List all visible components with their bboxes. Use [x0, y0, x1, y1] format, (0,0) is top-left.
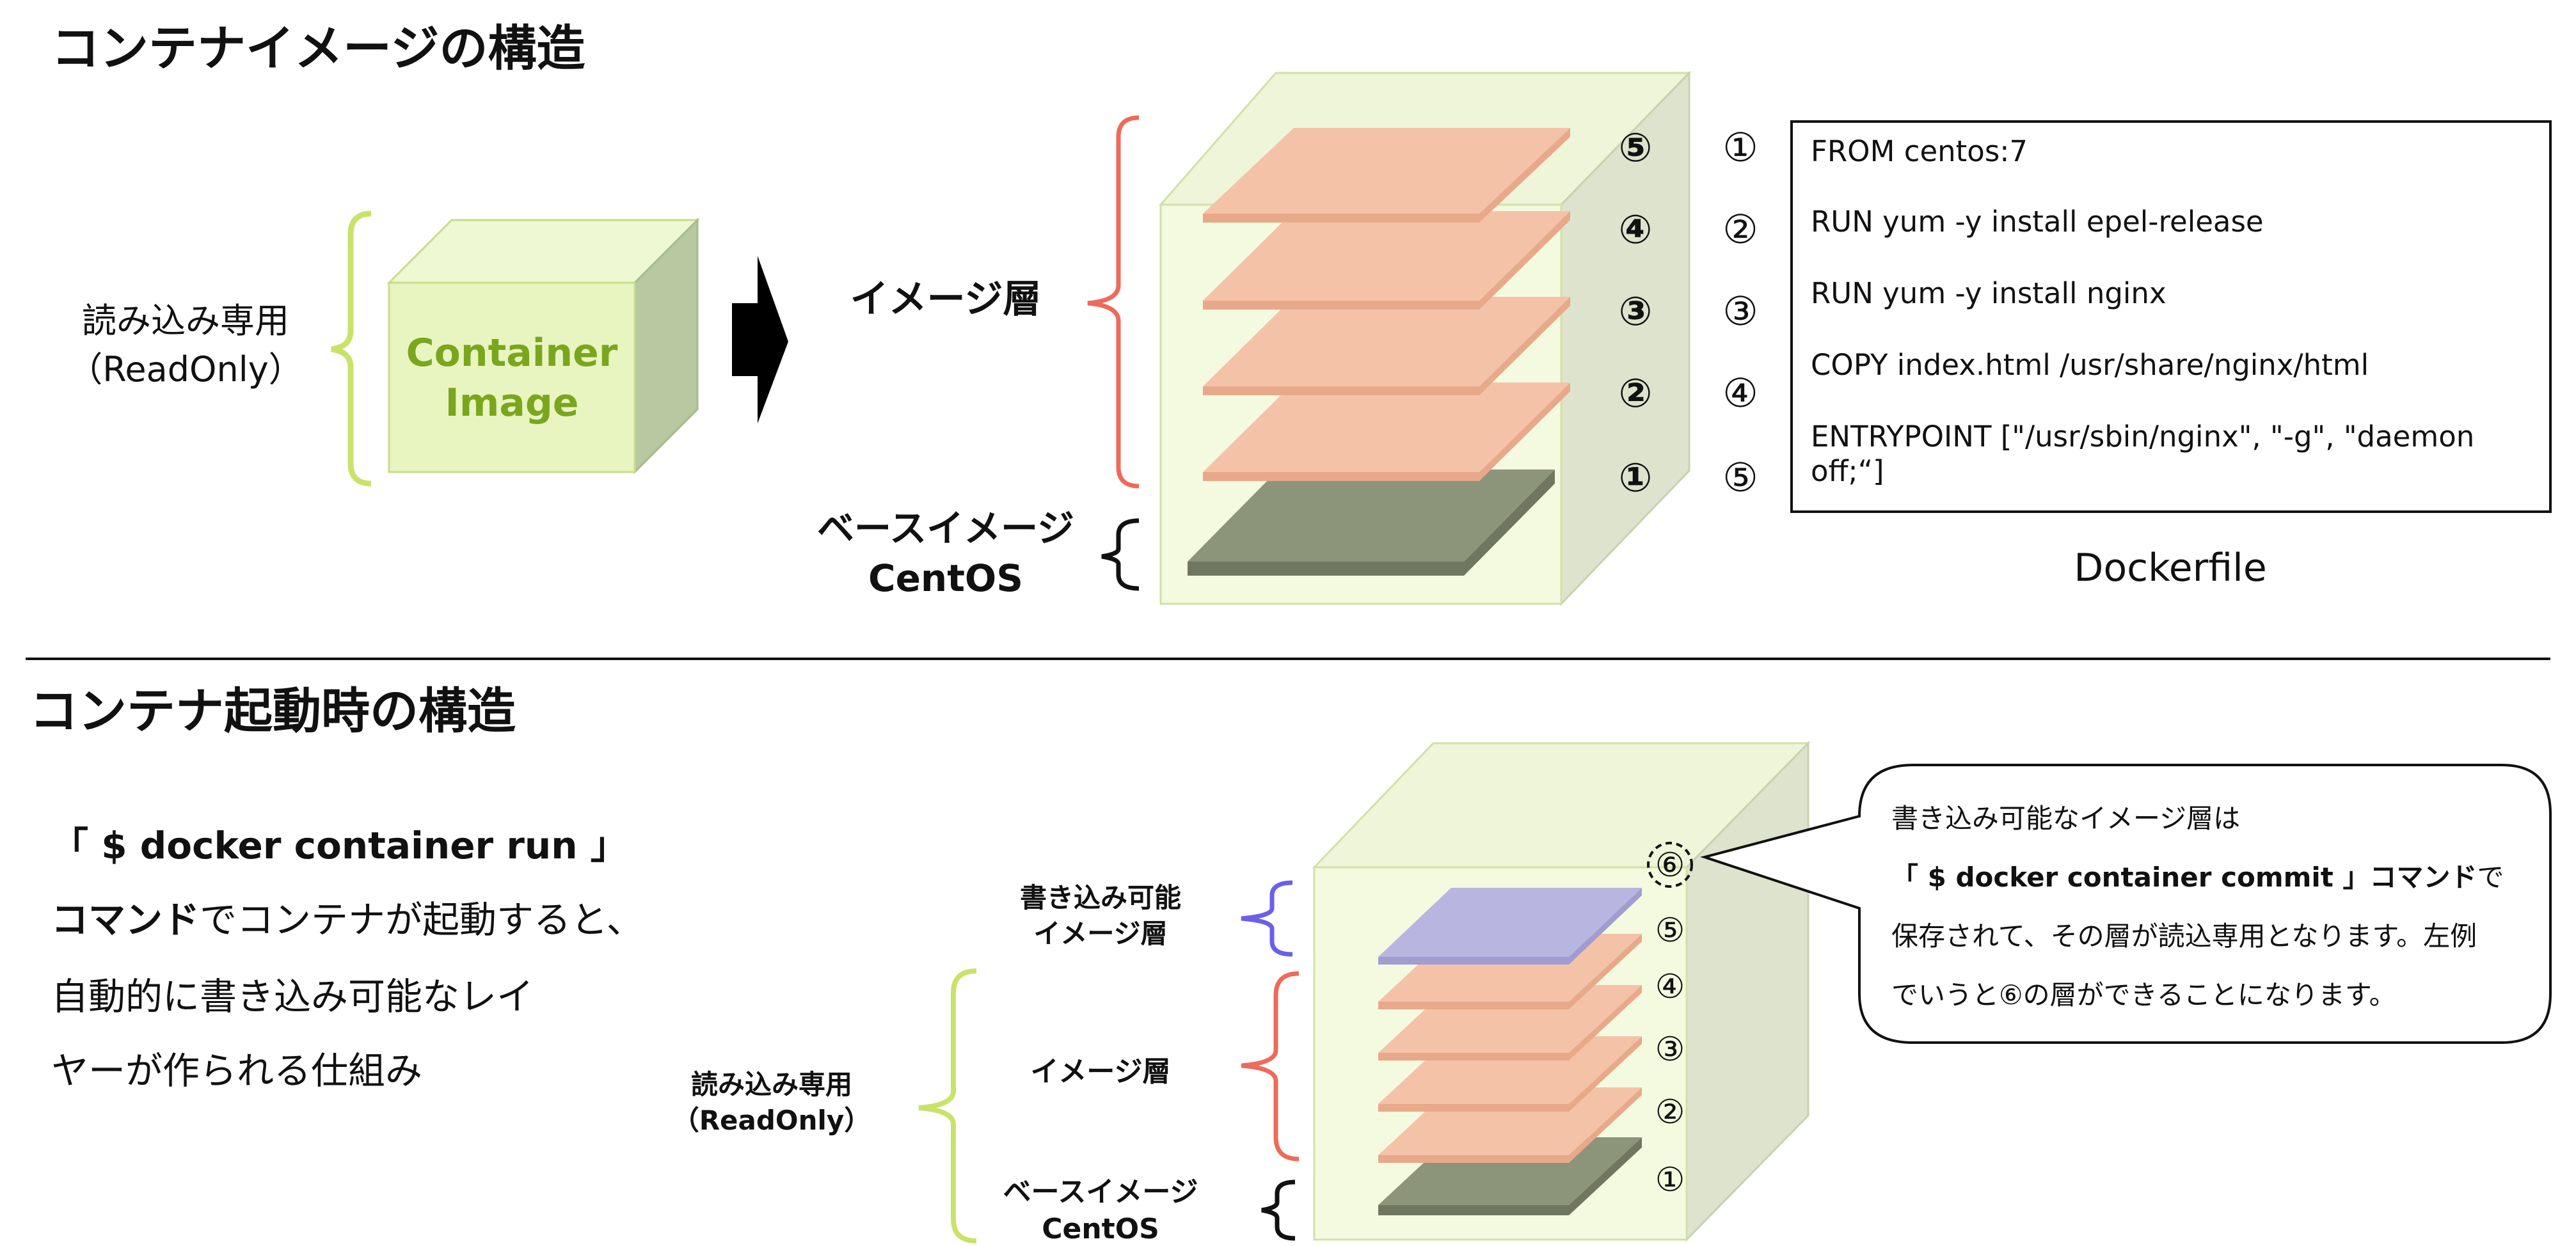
arrow-icon	[732, 256, 788, 423]
bottom-layer-numbers: ⑥ ⑤ ④ ③ ② ①	[1655, 846, 1685, 1199]
dockerfile-box	[1790, 120, 2552, 513]
base-layer	[1188, 469, 1555, 576]
description-line3: 自動的に書き込み可能なレイ	[51, 975, 534, 1018]
container-label-line2: Image	[445, 381, 579, 425]
image-layer-label: イメージ層	[850, 277, 1042, 322]
image-layer-3	[1203, 211, 1570, 310]
layer-number: ④	[1619, 206, 1653, 253]
readonly-bracket	[331, 210, 372, 487]
callout-commit-command: 「 $ docker container commit 」コマンド	[1891, 862, 2477, 893]
readonly-label-bottom-en: （ReadOnly）	[672, 1105, 871, 1136]
callout-line3: 保存されて、その層が読込専用となります。左例	[1891, 920, 2477, 952]
callout-bubble	[1699, 764, 2552, 1044]
base-image-bracket-bottom	[1261, 1179, 1296, 1241]
image-layer-1	[1203, 382, 1570, 481]
readonly-label-en: （ReadOnly）	[68, 349, 303, 390]
description-line2-rest: でコンテナが起動すると、	[200, 898, 644, 942]
writable-layer	[1378, 888, 1642, 965]
readonly-label: 読み込み専用	[82, 301, 289, 341]
layer-number: ①	[1655, 1161, 1685, 1199]
layer-number: ⑤	[1619, 124, 1653, 171]
description-command: 「 $ docker container run 」	[51, 824, 628, 867]
dockerfile-line: RUN yum -y install nginx	[1811, 276, 2167, 310]
image-layer-bracket-bottom	[1241, 971, 1300, 1162]
writable-layer-bracket	[1241, 880, 1293, 957]
layer-number: ④	[1655, 968, 1685, 1006]
description-command-word: コマンド	[51, 898, 200, 942]
description-line2: コマンドでコンテナが起動すると、	[51, 898, 644, 942]
layer-number: ③	[1619, 288, 1653, 335]
dockerfile-line: FROM centos:7	[1811, 134, 2028, 168]
readonly-label-bottom: 読み込み専用	[691, 1069, 852, 1100]
dockerfile-line: off;“]	[1811, 454, 1884, 488]
base-image-label: ベースイメージ	[817, 507, 1074, 550]
readonly-bracket-bottom	[918, 968, 977, 1243]
step-number: ③	[1722, 288, 1758, 335]
bottom-section-title: コンテナ起動時の構造	[29, 682, 516, 739]
base-image-label-bottom: ベースイメージ	[1003, 1176, 1198, 1208]
callout-line4: でいうと⑥の層ができることになります。	[1891, 979, 2396, 1011]
writable-layer-label: 書き込み可能	[1020, 882, 1181, 913]
callout-line2: 「 $ docker container commit 」コマンドで	[1891, 862, 2504, 893]
base-image-bracket	[1101, 518, 1140, 591]
step-number: ①	[1722, 124, 1758, 171]
callout-text: 書き込み可能なイメージ層は 「 $ docker container commi…	[1891, 803, 2504, 1011]
layer-number: ①	[1619, 454, 1653, 501]
dockerfile-content: FROM centos:7 RUN yum -y install epel-re…	[1811, 134, 2474, 488]
step-number: ④	[1722, 370, 1758, 416]
dockerfile-step-numbers: ① ② ③ ④ ⑤	[1722, 124, 1758, 501]
layer-number: ⑥	[1655, 846, 1685, 885]
layer-number: ②	[1655, 1093, 1685, 1132]
callout-line1: 書き込み可能なイメージ層は	[1891, 803, 2240, 834]
top-layer-numbers: ⑤ ④ ③ ② ①	[1619, 124, 1653, 501]
writable-layer-label-line2: イメージ層	[1033, 918, 1167, 949]
dockerfile-line: ENTRYPOINT ["/usr/sbin/nginx", "-g", "da…	[1811, 420, 2474, 453]
top-section-title: コンテナイメージの構造	[51, 20, 585, 77]
image-layer-label-bottom: イメージ層	[1030, 1055, 1170, 1088]
layer-number: ②	[1619, 370, 1653, 416]
container-label-line1: Container	[406, 331, 618, 375]
image-layer-2	[1203, 297, 1570, 395]
dockerfile-line: COPY index.html /usr/share/nginx/html	[1811, 348, 2369, 382]
base-image-os-label-bottom: CentOS	[1042, 1213, 1159, 1245]
image-layer-bracket	[1087, 115, 1140, 489]
base-image-os-label: CentOS	[868, 556, 1023, 600]
dockerfile-caption: Dockerfile	[2074, 546, 2266, 590]
dockerfile-line: RUN yum -y install epel-release	[1811, 205, 2264, 239]
callout-line2-rest: で	[2477, 862, 2504, 893]
layer-number: ⑤	[1655, 911, 1685, 950]
layer-number: ③	[1655, 1030, 1685, 1069]
step-number: ⑤	[1722, 454, 1758, 501]
step-number: ②	[1722, 206, 1758, 253]
new-layer-highlight-circle	[1647, 842, 1693, 888]
image-layer-4	[1203, 128, 1570, 223]
description-line4: ヤーが作られる仕組み	[51, 1049, 422, 1092]
container-image-cube	[386, 217, 700, 475]
